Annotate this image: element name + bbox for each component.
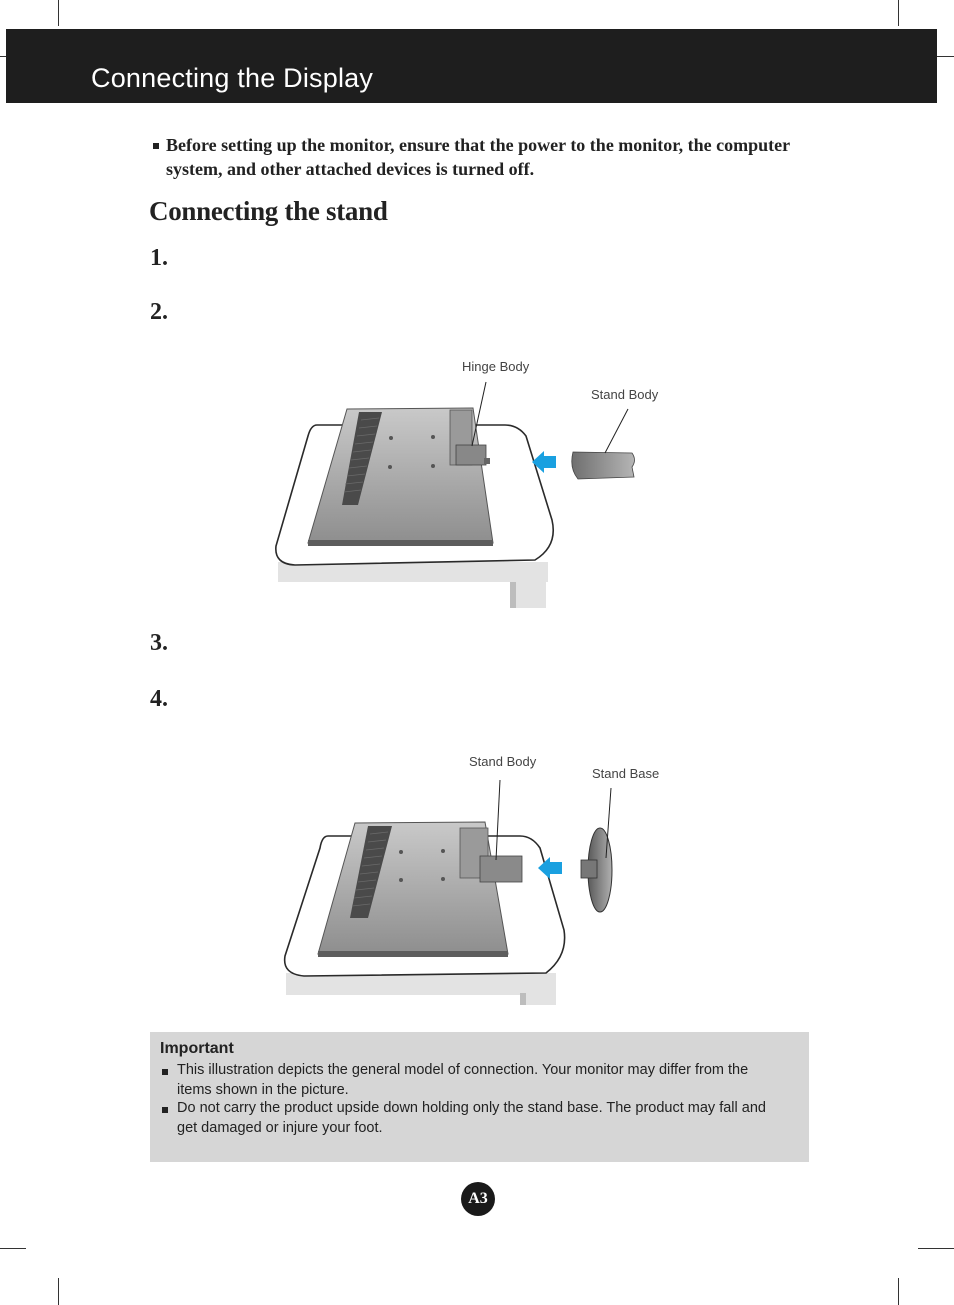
page-title: Connecting the Display (91, 63, 374, 93)
header-bar: Connecting the Display (6, 29, 937, 103)
crop-mark (898, 0, 899, 26)
intro-bullet: Before setting up the monitor, ensure th… (150, 133, 810, 181)
arrow-icon (532, 451, 556, 473)
crop-mark (58, 1278, 59, 1305)
intro-text: Before setting up the monitor, ensure th… (166, 135, 790, 179)
arrow-icon (538, 857, 562, 879)
step-2-number: 2. (150, 299, 168, 325)
step-1-number: 1. (150, 245, 168, 271)
section-title: Connecting the stand (149, 196, 388, 226)
important-title: Important (160, 1040, 234, 1057)
figure-hinge-stand: Hinge Body Stand Body (275, 359, 659, 608)
step-4-number: 4. (150, 686, 168, 712)
bullet-square (153, 143, 159, 149)
stand-body (479, 855, 523, 883)
bullet-square (162, 1069, 168, 1075)
crop-mark (0, 1248, 26, 1249)
hinge-body-label: Hinge Body (462, 359, 530, 374)
stand-body-label: Stand Body (591, 387, 659, 402)
important-item-text: Do not carry the product upside down hol… (177, 1100, 766, 1136)
page-number-badge: A3 (461, 1182, 495, 1216)
figure-stand-base: Stand Body Stand Base (283, 754, 659, 1005)
step-3-number: 3. (150, 630, 168, 656)
bullet-square (162, 1107, 168, 1113)
crop-mark (58, 0, 59, 26)
crop-mark (928, 56, 954, 57)
important-notice: Important This illustration depicts the … (150, 1032, 809, 1162)
crop-mark (898, 1278, 899, 1305)
stand-base-label: Stand Base (592, 766, 659, 781)
stand-body-label: Stand Body (469, 754, 537, 769)
stand-body (571, 451, 635, 480)
important-item: Do not carry the product upside down hol… (160, 1099, 780, 1138)
crop-mark (918, 1248, 954, 1249)
important-item-text: This illustration depicts the general mo… (177, 1062, 749, 1098)
important-item: This illustration depicts the general mo… (160, 1061, 780, 1100)
